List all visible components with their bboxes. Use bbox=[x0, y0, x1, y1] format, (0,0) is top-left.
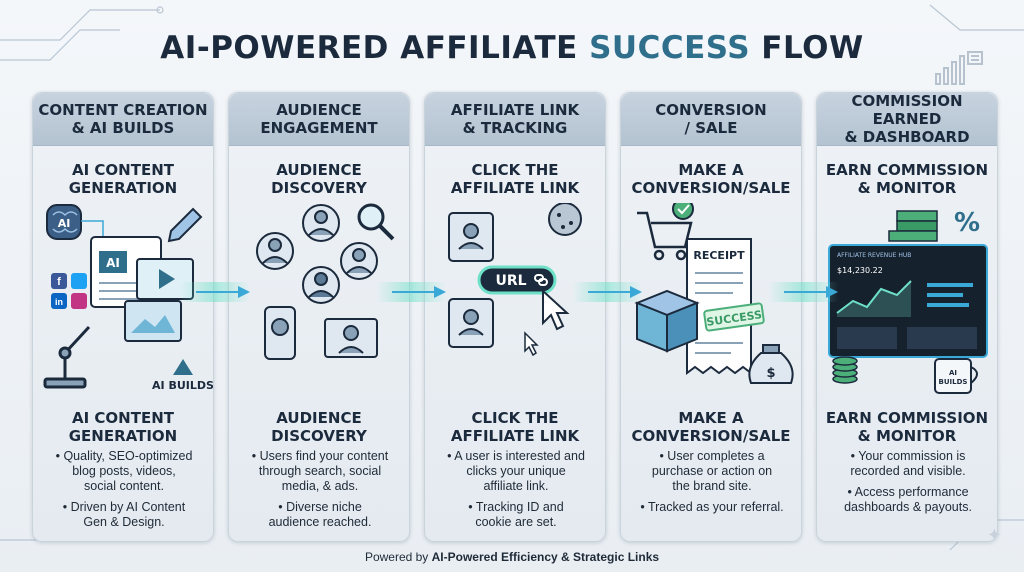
column-affiliate-link: AFFILIATE LINK & TRACKING CLICK THE AFFI… bbox=[424, 92, 606, 542]
phone-icon bbox=[264, 306, 296, 360]
cookie-icon bbox=[548, 203, 582, 236]
column-subtitle-2: AUDIENCE DISCOVERY bbox=[271, 409, 367, 445]
footer: Powered by AI-Powered Efficiency & Strat… bbox=[0, 550, 1024, 564]
column-subtitle: AI CONTENT GENERATION bbox=[68, 161, 178, 197]
cash-stack-icon bbox=[888, 210, 938, 242]
bullet-item: User completes a purchase or action on t… bbox=[631, 449, 793, 494]
tablet-icon bbox=[448, 212, 494, 262]
box-icon bbox=[634, 289, 700, 353]
column-subtitle-2: EARN COMMISSION & MONITOR bbox=[825, 409, 989, 445]
footer-prefix: Powered by bbox=[364, 550, 432, 564]
pencil-icon bbox=[167, 207, 203, 243]
bullet-item: Tracking ID and cookie are set. bbox=[435, 500, 597, 530]
svg-text:f: f bbox=[57, 276, 61, 288]
bullet-list: User completes a purchase or action on t… bbox=[631, 449, 793, 521]
person-icon bbox=[302, 266, 340, 304]
bullet-list: Users find your content through search, … bbox=[239, 449, 401, 536]
receipt-label: RECEIPT bbox=[693, 249, 745, 262]
column-header: COMMISSION EARNED & DASHBOARD bbox=[817, 92, 997, 146]
success-stamp bbox=[703, 302, 765, 332]
sparkle-icon: ✦ bbox=[986, 525, 1002, 545]
column-header: CONVERSION / SALE bbox=[621, 93, 801, 146]
column-commission: COMMISSION EARNED & DASHBOARD EARN COMMI… bbox=[816, 92, 998, 542]
check-icon bbox=[672, 203, 694, 220]
person-icon bbox=[256, 232, 294, 270]
mug-icon bbox=[934, 358, 978, 394]
cart-icon bbox=[637, 211, 693, 261]
brain-ai-label: AI bbox=[58, 217, 71, 230]
social-icons: f in bbox=[51, 273, 87, 309]
title-part-1: AI-POWERED AFFILIATE bbox=[160, 30, 590, 66]
dashboard-icon: AFFILIATE REVENUE HUB $14,230.22 bbox=[828, 244, 988, 358]
affiliate-link-illustration: URL bbox=[448, 203, 582, 357]
column-header: CONTENT CREATION & AI BUILDS bbox=[33, 93, 213, 146]
title-part-2: FLOW bbox=[750, 30, 864, 66]
bullet-item: Diverse niche audience reached. bbox=[239, 500, 401, 530]
monitor-icon bbox=[324, 318, 378, 358]
column-conversion: CONVERSION / SALE MAKE A CONVERSION/SALE… bbox=[620, 92, 802, 542]
flow-columns: CONTENT CREATION & AI BUILDS AI CONTENT … bbox=[32, 92, 998, 542]
tablet-icon bbox=[448, 298, 494, 348]
column-subtitle: AUDIENCE DISCOVERY bbox=[271, 161, 367, 197]
cursor-icon bbox=[542, 288, 570, 331]
money-bag-icon bbox=[748, 344, 794, 384]
url-label: URL bbox=[495, 273, 526, 289]
conversion-illustration: RECEIPT SUCCESS $ bbox=[634, 203, 794, 384]
dashboard-title: AFFILIATE REVENUE HUB bbox=[837, 252, 911, 259]
person-icon bbox=[340, 242, 378, 280]
person-icon bbox=[302, 204, 340, 242]
bullet-list: A user is interested and clicks your uni… bbox=[435, 449, 597, 536]
bullet-item: Your commission is recorded and visible. bbox=[827, 449, 989, 479]
title-accent: SUCCESS bbox=[589, 30, 751, 66]
ai-builds-label: AI BUILDS bbox=[152, 379, 213, 392]
robot-arm-icon bbox=[43, 325, 91, 389]
bullet-item: Driven by AI Content Gen & Design. bbox=[43, 500, 205, 530]
dollar-label: $ bbox=[766, 366, 775, 381]
bullet-list: Quality, SEO-optimized blog posts, video… bbox=[43, 449, 205, 536]
bar-chart-icon bbox=[935, 51, 983, 85]
page-title: AI-POWERED AFFILIATE SUCCESS FLOW bbox=[0, 30, 1024, 66]
column-content-creation: CONTENT CREATION & AI BUILDS AI CONTENT … bbox=[32, 92, 214, 542]
column-subtitle-2: MAKE A CONVERSION/SALE bbox=[631, 409, 791, 445]
url-pill bbox=[477, 265, 557, 295]
receipt-icon bbox=[686, 238, 752, 375]
audience-illustration bbox=[256, 203, 395, 360]
bullet-item: A user is interested and clicks your uni… bbox=[435, 449, 597, 494]
play-icon bbox=[159, 269, 175, 289]
column-header: AFFILIATE LINK & TRACKING bbox=[425, 93, 605, 146]
footer-bold: AI-Powered Efficiency & Strategic Links bbox=[431, 550, 660, 564]
bullet-item: Users find your content through search, … bbox=[239, 449, 401, 494]
bullet-item: Access performance dashboards & payouts. bbox=[827, 485, 989, 515]
column-subtitle: MAKE A CONVERSION/SALE bbox=[631, 161, 791, 197]
column-subtitle: CLICK THE AFFILIATE LINK bbox=[450, 161, 580, 197]
column-subtitle-2: AI CONTENT GENERATION bbox=[68, 409, 178, 445]
coin-stack-icon bbox=[832, 356, 858, 384]
dashboard-value: $14,230.22 bbox=[837, 266, 883, 275]
svg-text:in: in bbox=[55, 297, 63, 307]
link-icon bbox=[534, 274, 548, 286]
content-creation-illustration: AI AI f in bbox=[43, 204, 213, 392]
brain-icon bbox=[46, 204, 82, 240]
cursor-icon bbox=[524, 331, 539, 357]
bullet-item: Tracked as your referral. bbox=[631, 500, 793, 515]
bullet-item: Quality, SEO-optimized blog posts, video… bbox=[43, 449, 205, 494]
doc-ai-label: AI bbox=[106, 256, 120, 270]
bullet-list: Your commission is recorded and visible.… bbox=[827, 449, 989, 521]
magnifier-icon bbox=[357, 203, 395, 241]
column-subtitle-2: CLICK THE AFFILIATE LINK bbox=[450, 409, 580, 445]
column-header: AUDIENCE ENGAGEMENT bbox=[229, 93, 409, 146]
column-audience-engagement: AUDIENCE ENGAGEMENT AUDIENCE DISCOVERY A… bbox=[228, 92, 410, 542]
percent-icon: % bbox=[954, 208, 980, 238]
column-subtitle: EARN COMMISSION & MONITOR bbox=[825, 161, 989, 197]
